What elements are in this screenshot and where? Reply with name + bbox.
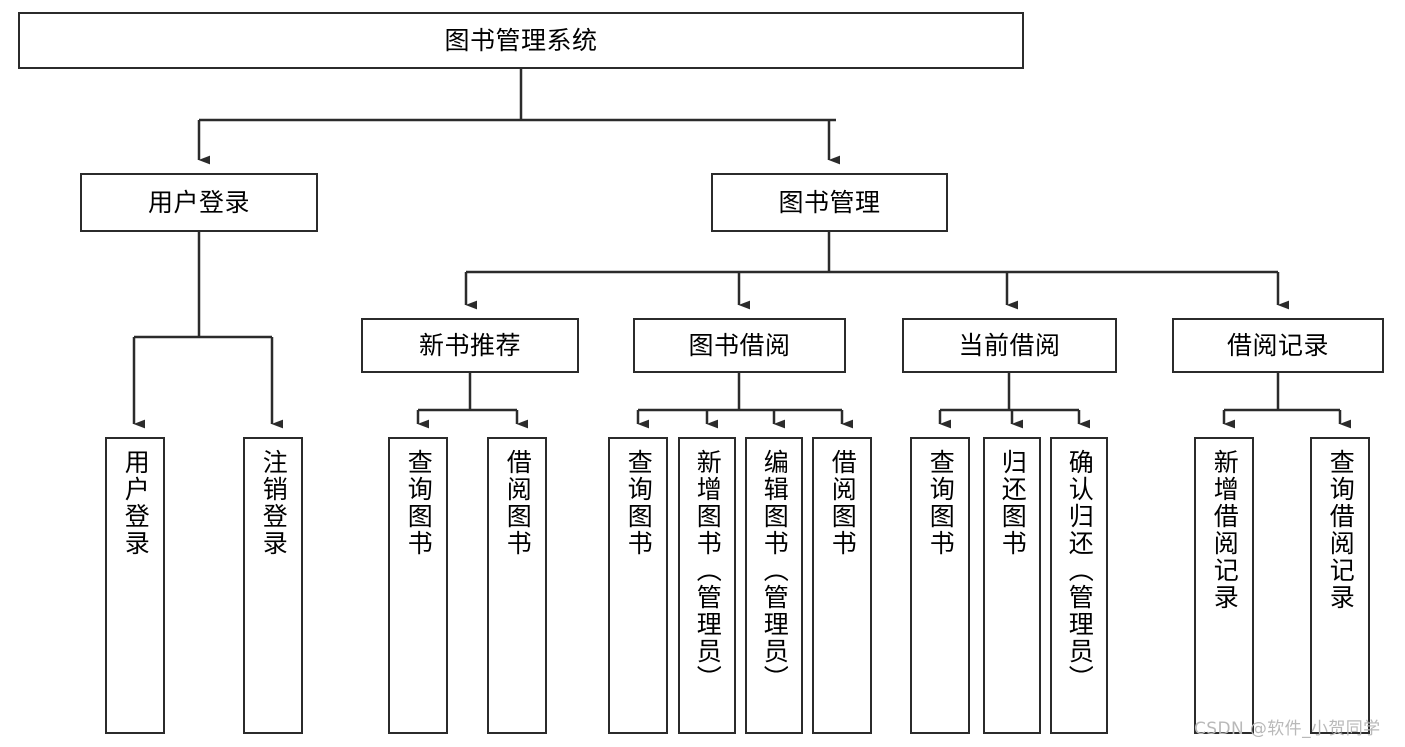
node-leaf-add-book[interactable]: 新增图书（管理员） — [678, 437, 736, 734]
node-leaf-query-record[interactable]: 查询借阅记录 — [1310, 437, 1370, 734]
node-book-borrow[interactable]: 图书借阅 — [633, 318, 846, 373]
node-leaf-add-record[interactable]: 新增借阅记录 — [1194, 437, 1254, 734]
node-leaf-user-login-label: 用户登录 — [121, 449, 151, 557]
node-leaf-query-book-3-label: 查询图书 — [926, 449, 956, 557]
watermark: CSDN @软件_小贺同学 — [1194, 719, 1381, 739]
node-leaf-return-book[interactable]: 归还图书 — [983, 437, 1041, 734]
node-current-borrow[interactable]: 当前借阅 — [902, 318, 1117, 373]
node-leaf-user-login[interactable]: 用户登录 — [105, 437, 165, 734]
node-leaf-query-book-2-label: 查询图书 — [624, 449, 654, 557]
node-borrow-record-label: 借阅记录 — [1226, 330, 1329, 360]
node-leaf-add-record-label: 新增借阅记录 — [1210, 449, 1240, 611]
node-leaf-confirm-return-label: 确认归还（管理员） — [1065, 449, 1095, 692]
node-new-book-recommend[interactable]: 新书推荐 — [361, 318, 579, 373]
node-leaf-edit-book[interactable]: 编辑图书（管理员） — [745, 437, 803, 734]
node-leaf-user-logout[interactable]: 注销登录 — [243, 437, 303, 734]
node-leaf-edit-book-label: 编辑图书（管理员） — [760, 449, 790, 692]
node-user-login[interactable]: 用户登录 — [80, 173, 318, 232]
node-root[interactable]: 图书管理系统 — [18, 12, 1024, 69]
node-leaf-return-book-label: 归还图书 — [998, 449, 1028, 557]
node-current-borrow-label: 当前借阅 — [958, 330, 1061, 360]
node-borrow-record[interactable]: 借阅记录 — [1172, 318, 1384, 373]
node-book-manage[interactable]: 图书管理 — [711, 173, 948, 232]
node-new-book-recommend-label: 新书推荐 — [418, 330, 521, 360]
node-book-manage-label: 图书管理 — [778, 187, 881, 217]
node-leaf-add-book-label: 新增图书（管理员） — [693, 449, 723, 692]
node-root-label: 图书管理系统 — [444, 25, 598, 55]
node-leaf-borrow-book-1[interactable]: 借阅图书 — [487, 437, 547, 734]
node-leaf-user-logout-label: 注销登录 — [259, 449, 289, 557]
node-leaf-borrow-book-2-label: 借阅图书 — [828, 449, 858, 557]
node-leaf-borrow-book-1-label: 借阅图书 — [503, 449, 533, 557]
node-leaf-query-book-2[interactable]: 查询图书 — [608, 437, 668, 734]
node-book-borrow-label: 图书借阅 — [688, 330, 791, 360]
node-leaf-query-book-3[interactable]: 查询图书 — [910, 437, 970, 734]
node-leaf-query-book-1[interactable]: 查询图书 — [388, 437, 448, 734]
node-leaf-borrow-book-2[interactable]: 借阅图书 — [812, 437, 872, 734]
node-leaf-confirm-return[interactable]: 确认归还（管理员） — [1050, 437, 1108, 734]
node-user-login-label: 用户登录 — [147, 187, 250, 217]
node-leaf-query-record-label: 查询借阅记录 — [1326, 449, 1356, 611]
node-leaf-query-book-1-label: 查询图书 — [404, 449, 434, 557]
